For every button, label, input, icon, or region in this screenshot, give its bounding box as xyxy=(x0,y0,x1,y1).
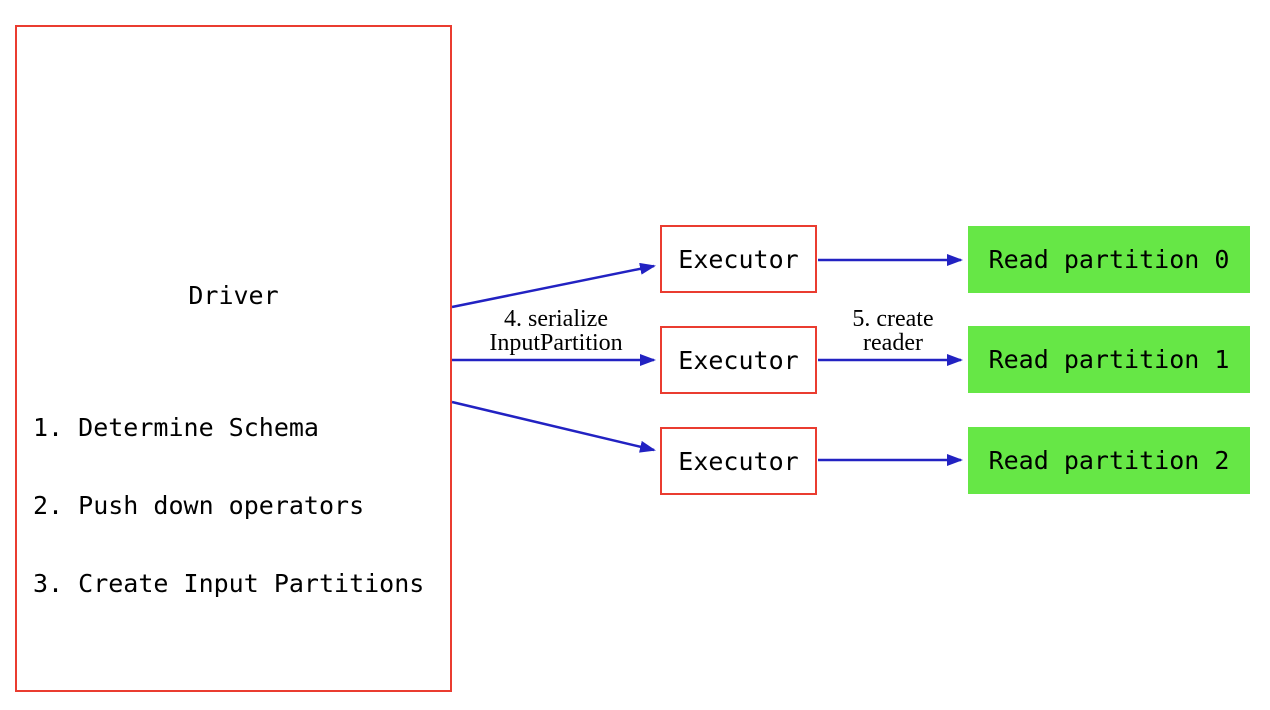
driver-steps: 1. Determine Schema 2. Push down operato… xyxy=(33,363,424,649)
driver-step-3: 3. Create Input Partitions xyxy=(33,569,425,598)
read-partition-label: Read partition 1 xyxy=(988,345,1230,374)
arrow-driver-to-executor-1 xyxy=(451,262,656,309)
read-partition-box-1: Read partition 1 xyxy=(968,326,1250,393)
executor-box-3: Executor xyxy=(660,427,817,495)
executor-label: Executor xyxy=(678,446,799,476)
driver-step-2: 2. Push down operators xyxy=(33,491,365,520)
executor-box-2: Executor xyxy=(660,326,817,394)
driver-step-1: 1. Determine Schema xyxy=(33,413,319,442)
read-partition-label: Read partition 0 xyxy=(988,245,1230,274)
driver-box: Driver 1. Determine Schema 2. Push down … xyxy=(15,25,452,692)
executor-box-1: Executor xyxy=(660,225,817,293)
executor-label: Executor xyxy=(678,244,799,274)
read-partition-box-0: Read partition 0 xyxy=(968,226,1250,293)
driver-title: Driver xyxy=(188,281,279,310)
read-partition-label: Read partition 2 xyxy=(988,446,1230,475)
edge-label-serialize-inputpartition: 4. serialize InputPartition xyxy=(489,306,623,356)
arrow-driver-to-executor-3 xyxy=(451,400,656,453)
read-partition-box-2: Read partition 2 xyxy=(968,427,1250,494)
executor-label: Executor xyxy=(678,345,799,375)
edge-label-create-reader: 5. create reader xyxy=(852,306,934,356)
